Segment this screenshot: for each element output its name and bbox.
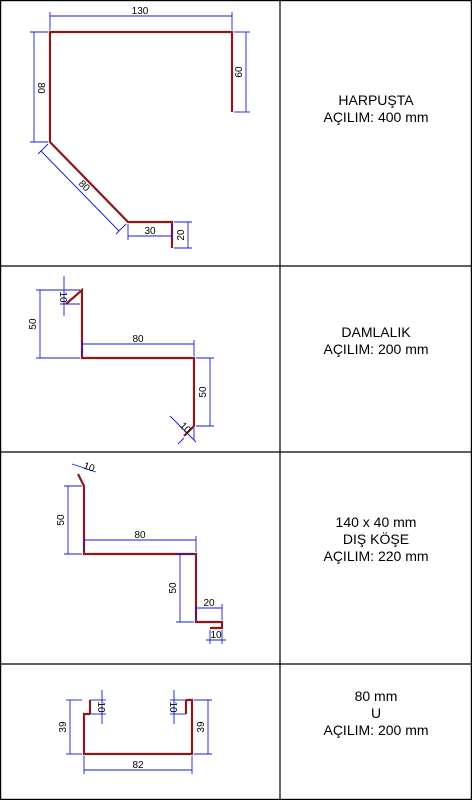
dis-kose-profile [77, 473, 224, 630]
u-profile-size: 80 mm [354, 688, 398, 704]
u-dim-left-height: 39 [58, 721, 69, 733]
damlalik-dim-lip: 10 [57, 291, 68, 303]
harpusta-title: HARPUŞTA [338, 92, 414, 108]
u-profile-drawing: 10 10 39 39 82 [58, 690, 212, 774]
damlalik-dim-drip: 10 [177, 420, 193, 436]
damlalik-dim-left: 50 [28, 318, 39, 330]
dis-kose-title: DIŞ KÖŞE [342, 531, 410, 547]
u-dim-right-height: 39 [196, 721, 207, 733]
dis-kose-dim-left: 50 [56, 514, 67, 526]
dis-kose-drawing: 10 50 80 50 20 10 [56, 461, 226, 644]
dis-kose-dim-right: 50 [168, 582, 179, 594]
dis-kose-dim-hem: 10 [210, 630, 222, 641]
harpusta-dim-bottom: 30 [144, 226, 156, 237]
damlalik-drawing: 10 50 80 50 10 [28, 276, 214, 445]
damlalik-dim-right: 50 [198, 386, 209, 398]
harpusta-opening: AÇILIM: 400 mm [323, 109, 429, 125]
damlalik-title: DAMLALIK [341, 324, 411, 340]
damlalik-profile [65, 287, 196, 437]
dis-kose-label: 140 x 40 mm DIŞ KÖŞE AÇILIM: 220 mm [280, 514, 472, 565]
dis-kose-dim-top: 10 [82, 461, 97, 475]
u-profile-profile [82, 698, 194, 756]
u-dim-left-lip: 10 [95, 701, 106, 713]
dis-kose-opening: AÇILIM: 220 mm [323, 548, 429, 564]
u-profile-label: 80 mm U AÇILIM: 200 mm [280, 688, 472, 739]
dis-kose-dim-flange: 20 [203, 598, 215, 609]
harpusta-label: HARPUŞTA AÇILIM: 400 mm [280, 92, 472, 126]
harpusta-dim-left: 80 [35, 82, 46, 94]
damlalik-dim-middle: 80 [132, 334, 144, 345]
harpusta-dim-lip: 20 [176, 229, 187, 241]
harpusta-dim-right: 60 [234, 66, 245, 78]
harpusta-dim-top: 130 [132, 6, 149, 17]
u-dim-right-lip: 10 [167, 701, 178, 713]
harpusta-profile [48, 30, 234, 248]
dis-kose-dim-middle: 80 [134, 530, 146, 541]
u-dim-bottom: 82 [132, 760, 144, 771]
damlalik-opening: AÇILIM: 200 mm [323, 341, 429, 357]
damlalik-label: DAMLALIK AÇILIM: 200 mm [280, 324, 472, 358]
harpusta-dim-diagonal: 80 [76, 178, 92, 194]
u-profile-opening: AÇILIM: 200 mm [323, 722, 429, 738]
dis-kose-size: 140 x 40 mm [335, 514, 417, 530]
u-profile-title: U [370, 705, 382, 721]
harpusta-drawing: 130 60 80 80 30 20 [30, 6, 250, 249]
